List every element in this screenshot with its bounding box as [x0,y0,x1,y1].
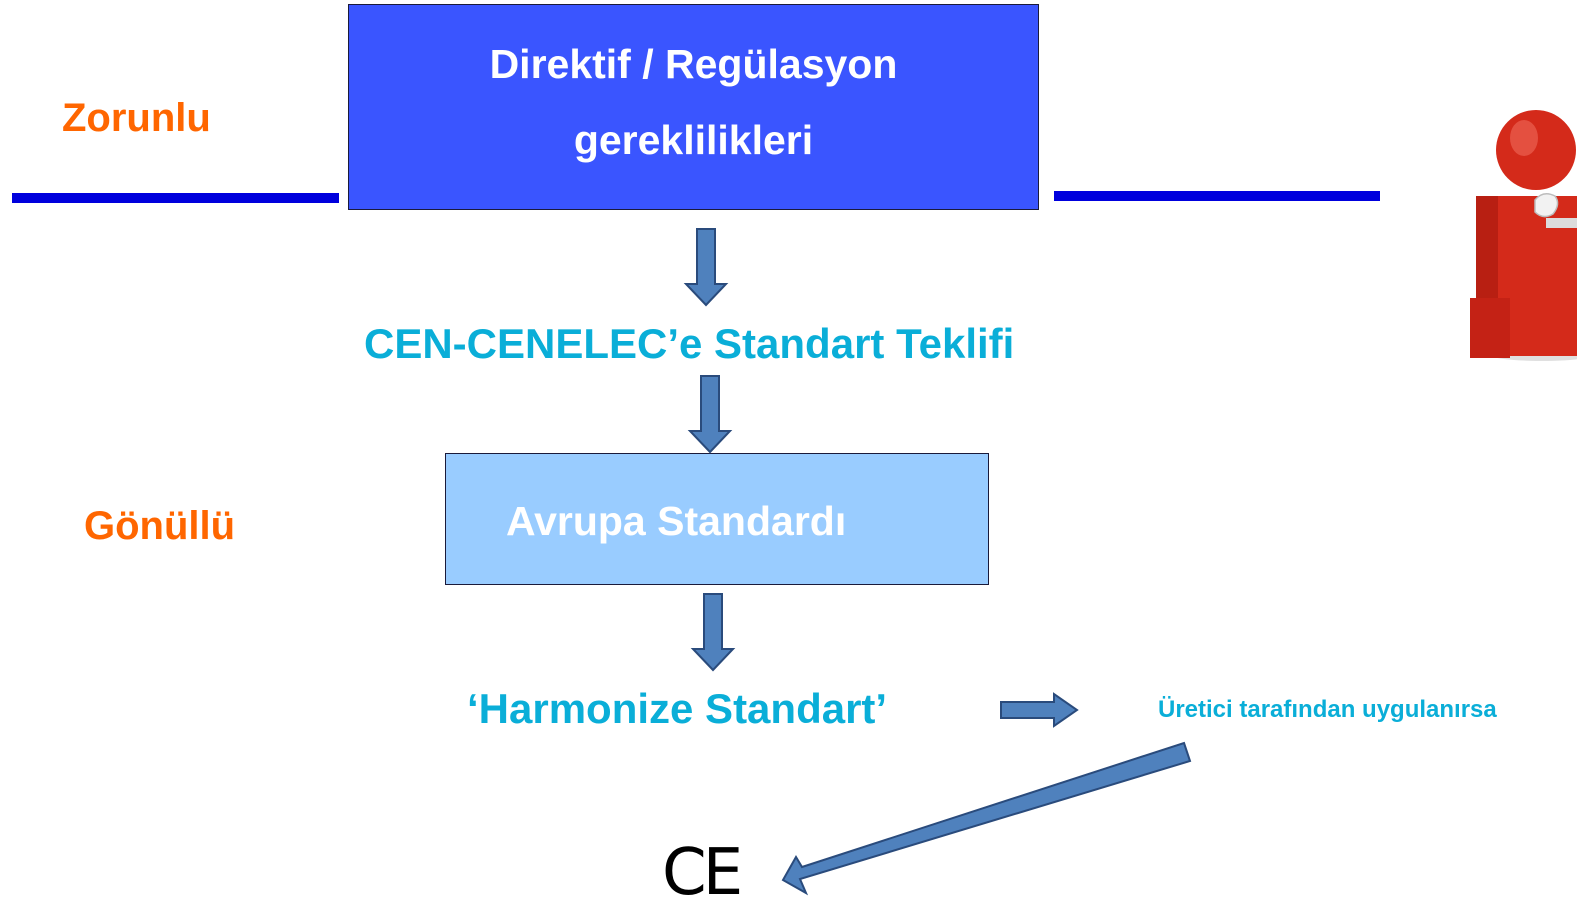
manufacturer-condition-text: Üretici tarafından uygulanırsa [1158,696,1497,723]
directive-box: Direktif / Regülasyon gereklilikleri [348,4,1039,210]
arrow-down-1 [683,228,729,307]
arrow-diagonal [781,741,1192,896]
label-voluntary: Gönüllü [84,504,236,548]
directive-box-subtitle: gereklilikleri [573,117,814,163]
european-standard-label: Avrupa Standardı [506,498,847,544]
label-mandatory: Zorunlu [62,96,211,140]
directive-box-title: Direktif / Regülasyon [489,41,898,87]
divider-right [1054,191,1380,201]
divider-left [12,193,339,203]
arrow-down-3 [690,593,736,672]
info-icon [1470,110,1577,361]
arrow-right [1000,692,1079,728]
standard-proposal-text: CEN-CENELEC’e Standart Teklifi [364,320,1015,367]
harmonized-standard-text: ‘Harmonize Standart’ [467,685,888,732]
arrow-down-2 [687,375,733,454]
ce-mark: CE [662,836,743,910]
european-standard-box: Avrupa Standardı [445,453,989,585]
